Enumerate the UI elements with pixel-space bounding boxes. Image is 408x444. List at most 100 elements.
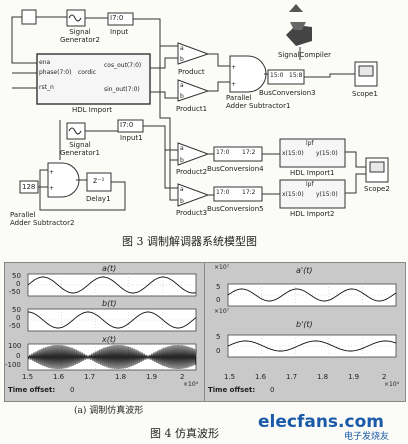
svg-text:+: + bbox=[49, 185, 54, 192]
bus-conv5-label: BusConversion5 bbox=[207, 205, 264, 213]
bus5-port-out: 17:2 bbox=[242, 189, 256, 196]
bus4-port-out: 17:2 bbox=[242, 149, 256, 156]
ytick-a-0: 0 bbox=[16, 280, 21, 288]
ytick-x-100: 100 bbox=[8, 342, 22, 350]
time-offset-label-right: Time offset: bbox=[208, 386, 256, 394]
time-offset-value-right: 0 bbox=[270, 386, 275, 394]
label-x-t: x(t) bbox=[102, 335, 117, 344]
y-exp-right-bottom: ×10⁷ bbox=[214, 308, 230, 315]
bus5-port-in: 17:0 bbox=[216, 189, 230, 196]
ytick-x-0: 0 bbox=[16, 352, 21, 360]
svg-text:+: + bbox=[49, 169, 54, 176]
delay-label: Delay1 bbox=[86, 195, 111, 203]
plot-b-t-trace bbox=[28, 311, 197, 329]
x-exp-right: ×10⁴ bbox=[384, 381, 400, 388]
bus3-port-out: 15:8 bbox=[289, 72, 303, 79]
const-128: 128 bbox=[22, 183, 36, 191]
xtick-right-5: 2 bbox=[382, 373, 387, 381]
label-a-prime-t: a'(t) bbox=[296, 266, 313, 275]
xtick-right-1: 1.6 bbox=[255, 373, 267, 381]
signal-generator1-label: Signal Generator1 bbox=[60, 141, 101, 157]
signal-compiler-icon bbox=[286, 4, 312, 46]
xtick-left-1: 1.6 bbox=[53, 373, 65, 381]
label-a-t: a(t) bbox=[102, 264, 117, 273]
site-logo: elecfans.com bbox=[258, 412, 384, 432]
xtick-left-4: 1.9 bbox=[146, 373, 158, 381]
time-offset-label-left: Time offset: bbox=[8, 386, 56, 394]
hdl-import2-label: HDL Import2 bbox=[290, 210, 335, 218]
ytick-ap-5: 5 bbox=[216, 283, 221, 291]
svg-text:a: a bbox=[180, 145, 184, 152]
system-model-diagram: + + + + a b a b a b a b bbox=[11, 4, 389, 211]
figure4-caption: 图 4 仿真波形 bbox=[150, 427, 219, 440]
ytick-b-neg50: -50 bbox=[9, 322, 21, 330]
hdl-port-phase: phase(7:0) bbox=[39, 69, 72, 76]
xtick-left-0: 1.5 bbox=[22, 373, 34, 381]
hdl-import1-label: HDL Import1 bbox=[290, 169, 335, 177]
hdl-import-label: HDL Import bbox=[72, 106, 113, 114]
xtick-right-0: 1.5 bbox=[224, 373, 236, 381]
adder-bottom-label: Parallel Adder Subtractor2 bbox=[10, 211, 75, 227]
hdl-center-label: cordic bbox=[78, 69, 97, 76]
subcaption-a: (a) 调制仿真波形 bbox=[74, 406, 144, 416]
adder-top-label: Parallel Adder Subtractor1 bbox=[226, 94, 291, 110]
time-offset-value-left: 0 bbox=[70, 386, 75, 394]
scope1-label: Scope1 bbox=[352, 90, 378, 98]
svg-text:a: a bbox=[180, 186, 184, 193]
hdl2-center: lpf bbox=[306, 181, 314, 188]
input-label: Input bbox=[110, 28, 129, 36]
svg-text:a: a bbox=[180, 82, 184, 89]
xtick-right-3: 1.8 bbox=[317, 373, 329, 381]
input1-label: Input1 bbox=[120, 134, 143, 142]
product2-label: Product2 bbox=[176, 168, 208, 176]
hdl2-port-y: y(15:0) bbox=[316, 191, 338, 198]
hdl-port-sin: sin_out(7:0) bbox=[104, 86, 140, 93]
ytick-ap-0: 0 bbox=[216, 296, 221, 304]
xtick-left-3: 1.8 bbox=[115, 373, 127, 381]
signal-compiler-label: SignalCompiler bbox=[278, 51, 332, 59]
xtick-left-2: 1.7 bbox=[84, 373, 96, 381]
delay-symbol: z⁻¹ bbox=[93, 176, 105, 185]
product3-label: Product3 bbox=[176, 209, 208, 217]
svg-text:b: b bbox=[180, 157, 184, 164]
plot-a-t-trace bbox=[27, 276, 197, 294]
product1-label: Product1 bbox=[176, 105, 208, 113]
figure3-caption: 图 3 调制解调器系统模型图 bbox=[122, 235, 257, 248]
ytick-a-50: 50 bbox=[12, 272, 21, 280]
ytick-b-50: 50 bbox=[12, 306, 21, 314]
hdl1-port-y: y(15:0) bbox=[316, 150, 338, 157]
hdl-port-ena: ena bbox=[39, 59, 51, 66]
plot-b-prime-t-trace bbox=[227, 340, 397, 352]
bus-conv3-label: BusConversion3 bbox=[259, 89, 316, 97]
xtick-right-4: 1.9 bbox=[348, 373, 360, 381]
ytick-b-0: 0 bbox=[16, 314, 21, 322]
xtick-left-5: 2 bbox=[180, 373, 185, 381]
ytick-a-neg50: -50 bbox=[9, 288, 21, 296]
svg-text:+: + bbox=[231, 81, 236, 88]
site-cn: 电子发烧友 bbox=[344, 432, 390, 442]
svg-text:+: + bbox=[231, 64, 236, 71]
product-label: Product bbox=[178, 68, 205, 76]
bus4-port-in: 17:0 bbox=[216, 149, 230, 156]
hdl1-port-x: x(15:0) bbox=[282, 150, 304, 157]
ytick-bp-5: 5 bbox=[216, 333, 221, 341]
y-exp-right-top: ×10⁷ bbox=[214, 264, 230, 271]
input-tag: I7:0 bbox=[110, 14, 124, 22]
plot-x-t-trace bbox=[27, 344, 197, 370]
svg-text:b: b bbox=[180, 93, 184, 100]
svg-text:b: b bbox=[180, 56, 184, 63]
label-b-prime-t: b'(t) bbox=[296, 320, 313, 329]
bus3-port-in: 15:0 bbox=[270, 72, 284, 79]
signal-generator2-label: Signal Generator2 bbox=[60, 28, 101, 44]
hdl2-port-x: x(15:0) bbox=[282, 191, 304, 198]
svg-text:a: a bbox=[180, 45, 184, 52]
svg-text:b: b bbox=[180, 198, 184, 205]
xtick-right-2: 1.7 bbox=[286, 373, 298, 381]
scope2-label: Scope2 bbox=[364, 185, 390, 193]
input1-tag: I7:0 bbox=[120, 121, 134, 129]
elecfans-logo: elecfans.com 电子发烧友 bbox=[258, 412, 404, 442]
ytick-x-neg100: -100 bbox=[5, 361, 21, 369]
label-b-t: b(t) bbox=[102, 299, 117, 308]
plot-a-prime-t-trace bbox=[227, 288, 397, 302]
